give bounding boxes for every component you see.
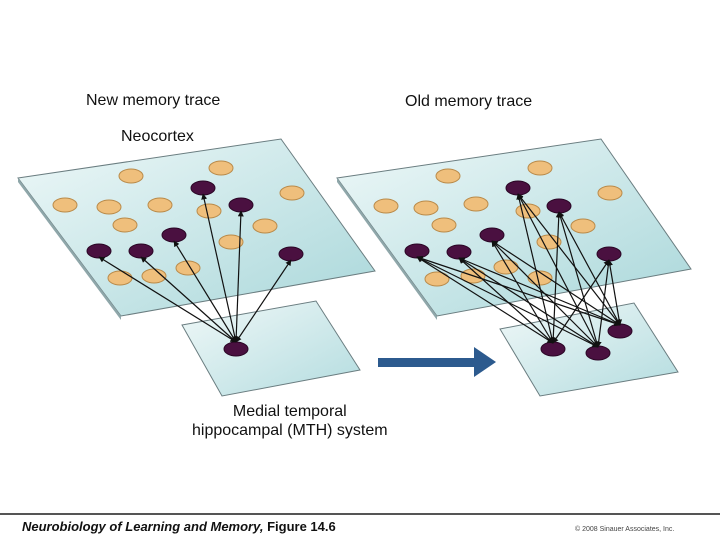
old-inactive-neuron	[424, 271, 450, 287]
caption-figure: Figure 14.6	[263, 519, 336, 534]
new-inactive-neuron	[112, 217, 138, 233]
figure-caption: Neurobiology of Learning and Memory, Fig…	[22, 519, 336, 534]
old-trace-title: Old memory trace	[405, 93, 533, 110]
old-connection-arrow	[606, 259, 623, 326]
old-inactive-neuron	[570, 218, 596, 234]
new-trace-panel	[17, 138, 376, 397]
new-neocortex-plane-edge	[18, 178, 121, 320]
new-connection-arrow	[235, 259, 292, 343]
new-active-neuron	[190, 180, 216, 196]
old-active-neuron	[505, 180, 531, 196]
new-inactive-neuron	[96, 199, 122, 215]
old-mth-neuron	[540, 341, 566, 357]
neocortex-label: Neocortex	[121, 128, 194, 145]
new-mth-neuron	[223, 341, 249, 357]
old-neocortex-plane-edge	[337, 178, 437, 320]
new-trace-title: New memory trace	[86, 92, 221, 109]
caption-book: Neurobiology of Learning and Memory,	[22, 519, 264, 534]
old-active-neuron	[546, 198, 572, 214]
new-active-neuron	[228, 197, 254, 213]
old-inactive-neuron	[597, 185, 623, 201]
old-active-neuron	[479, 227, 505, 243]
new-active-neuron	[86, 243, 112, 259]
old-trace-panel	[336, 138, 692, 397]
old-mth-neuron	[607, 323, 633, 339]
new-inactive-neuron	[118, 168, 144, 184]
old-inactive-neuron	[431, 217, 457, 233]
new-inactive-neuron	[279, 185, 305, 201]
new-inactive-neuron	[107, 270, 133, 286]
new-inactive-neuron	[208, 160, 234, 176]
new-connection-arrow	[140, 256, 237, 343]
old-inactive-neuron	[493, 259, 519, 275]
old-active-neuron	[596, 246, 622, 262]
copyright: © 2008 Sinauer Associates, Inc.	[575, 526, 675, 533]
new-active-neuron	[161, 227, 187, 243]
mth-label: Medial temporal hippocampal (MTH) system	[192, 402, 388, 440]
old-inactive-neuron	[373, 198, 399, 214]
old-inactive-neuron	[413, 200, 439, 216]
new-active-neuron	[278, 246, 304, 262]
new-mth-plane	[181, 300, 361, 397]
old-connection-arrow	[458, 257, 621, 326]
old-inactive-neuron	[527, 160, 553, 176]
old-inactive-neuron	[435, 168, 461, 184]
mth-label-line2: hippocampal (MTH) system	[192, 422, 388, 439]
new-neocortex-plane	[17, 138, 376, 317]
new-active-neuron	[128, 243, 154, 259]
old-inactive-neuron	[463, 196, 489, 212]
new-connections	[98, 193, 292, 343]
new-inactive-neuron	[196, 203, 222, 219]
caption-divider	[0, 513, 720, 515]
old-connections	[416, 193, 623, 348]
old-mth-neuron	[585, 345, 611, 361]
transition-arrow	[378, 347, 496, 377]
new-inactive-neuron	[52, 197, 78, 213]
mth-label-line1: Medial temporal	[232, 403, 347, 420]
old-active-neuron	[446, 244, 472, 260]
new-inactive-neuron	[252, 218, 278, 234]
new-inactive-neuron	[147, 197, 173, 213]
old-active-neuron	[404, 243, 430, 259]
